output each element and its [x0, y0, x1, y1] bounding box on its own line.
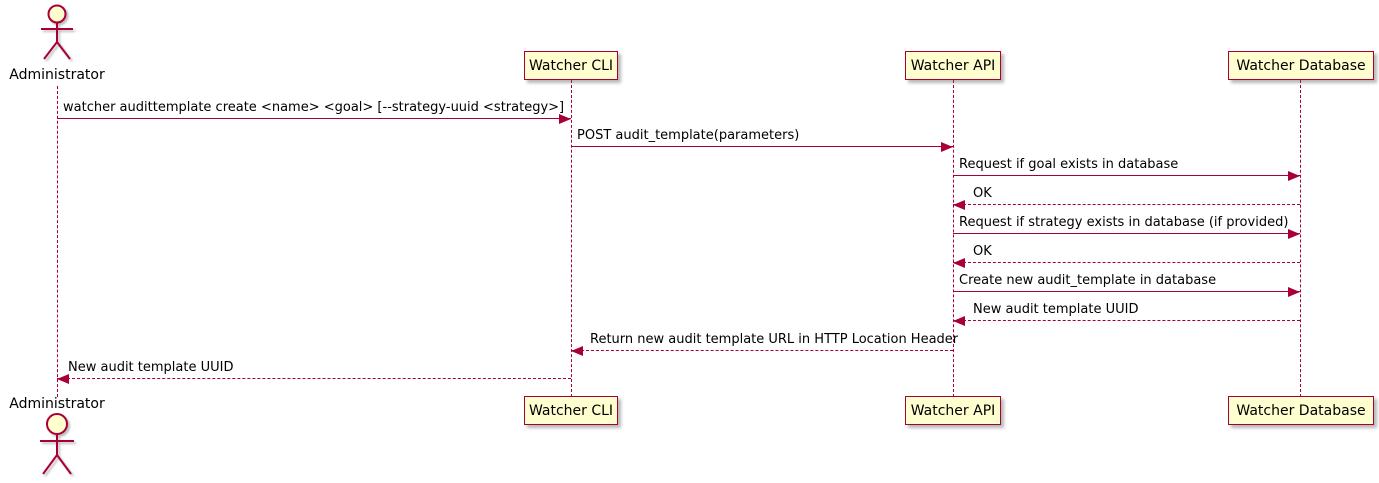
- lifeline-watcher-api: [953, 80, 954, 397]
- message-line: [953, 262, 1300, 263]
- lifeline-watcher-cli: [571, 80, 572, 397]
- arrowhead-right-icon: [941, 142, 953, 152]
- arrowhead-right-icon: [1288, 229, 1300, 239]
- arrowhead-left-icon: [953, 258, 965, 268]
- actor-label-top: Administrator: [9, 67, 105, 83]
- participant-watcher-database-top: Watcher Database: [1228, 51, 1374, 80]
- message-label: Request if strategy exists in database (…: [959, 215, 1289, 230]
- message-label: OK: [973, 244, 992, 259]
- arrowhead-right-icon: [1288, 287, 1300, 297]
- message-label: POST audit_template(parameters): [577, 128, 800, 143]
- message-line: [57, 118, 571, 119]
- message-label: Create new audit_template in database: [959, 273, 1217, 288]
- message-label: New audit template UUID: [973, 302, 1139, 317]
- arrowhead-left-icon: [571, 346, 583, 356]
- message-line: [953, 204, 1300, 205]
- arrowhead-right-icon: [559, 114, 571, 124]
- message-label: OK: [973, 186, 992, 201]
- message-line: [571, 146, 953, 147]
- message-line: [953, 320, 1300, 321]
- participant-watcher-cli-top: Watcher CLI: [524, 51, 618, 80]
- actor-stick-figure-icon: [41, 4, 73, 60]
- message-line: [57, 378, 571, 379]
- actor-label-bottom: Administrator: [9, 396, 105, 412]
- arrowhead-left-icon: [953, 316, 965, 326]
- arrowhead-left-icon: [953, 200, 965, 210]
- arrowhead-left-icon: [57, 374, 69, 384]
- lifeline-administrator: [57, 86, 58, 397]
- actor-stick-figure-icon: [40, 413, 74, 475]
- lifeline-watcher-database: [1300, 80, 1301, 397]
- message-line: [953, 233, 1300, 234]
- participant-watcher-cli-bottom: Watcher CLI: [524, 396, 618, 425]
- arrowhead-right-icon: [1288, 171, 1300, 181]
- message-line: [571, 350, 953, 351]
- message-line: [953, 291, 1300, 292]
- message-label: watcher audittemplate create <name> <goa…: [63, 100, 565, 115]
- message-line: [953, 175, 1300, 176]
- participant-watcher-database-bottom: Watcher Database: [1228, 396, 1374, 425]
- message-label: Return new audit template URL in HTTP Lo…: [590, 332, 959, 347]
- message-label: Request if goal exists in database: [959, 157, 1179, 172]
- message-label: New audit template UUID: [68, 360, 234, 375]
- participant-watcher-api-top: Watcher API: [905, 51, 1001, 80]
- participant-watcher-api-bottom: Watcher API: [905, 396, 1001, 425]
